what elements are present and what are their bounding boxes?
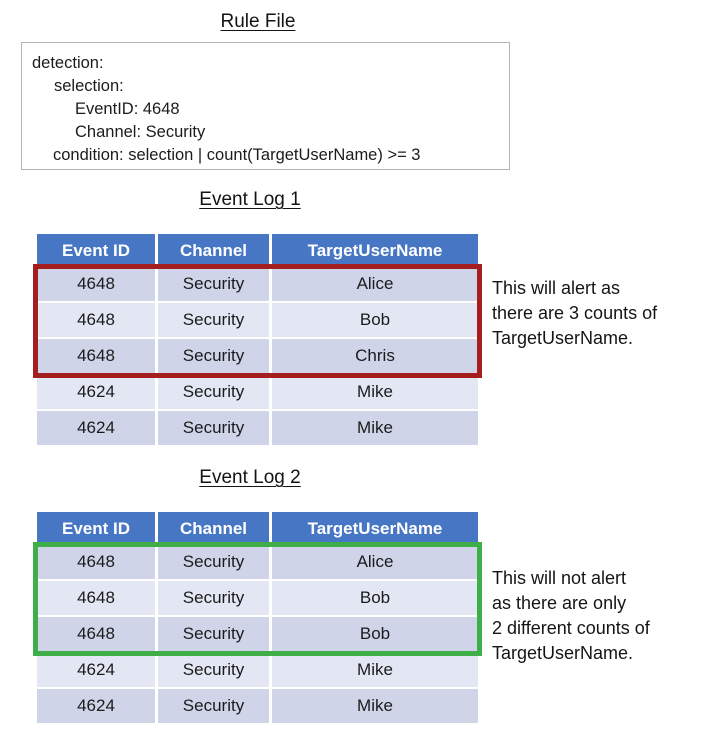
cell-event-id: 4624 bbox=[37, 689, 158, 725]
event-log-1-table: Event ID Channel TargetUserName 4648 Sec… bbox=[37, 234, 478, 447]
cell-channel: Security bbox=[158, 545, 272, 581]
cell-channel: Security bbox=[158, 617, 272, 653]
annotation-line: TargetUserName. bbox=[492, 643, 634, 663]
annotation-line: This will alert as bbox=[492, 278, 621, 298]
cell-channel: Security bbox=[158, 689, 272, 725]
column-header-event-id: Event ID bbox=[37, 512, 158, 545]
table-row: 4648 Security Chris bbox=[37, 339, 478, 375]
event-log-2-title: Event Log 2 bbox=[199, 467, 301, 488]
table-row: 4648 Security Bob bbox=[37, 617, 478, 653]
annotation-line: there are 3 counts of bbox=[492, 303, 658, 323]
cell-user: Mike bbox=[272, 689, 478, 725]
table-row: 4648 Security Bob bbox=[37, 303, 478, 339]
rule-file-title: Rule File bbox=[220, 11, 296, 32]
cell-user: Alice bbox=[272, 545, 478, 581]
table-header-row: Event ID Channel TargetUserName bbox=[37, 234, 478, 267]
rule-line: Channel: Security bbox=[75, 123, 206, 141]
table-row: 4648 Security Alice bbox=[37, 545, 478, 581]
cell-user: Mike bbox=[272, 411, 478, 447]
table-row: 4624 Security Mike bbox=[37, 411, 478, 447]
rule-line: selection: bbox=[54, 77, 124, 95]
table-row: 4624 Security Mike bbox=[37, 689, 478, 725]
table-row: 4648 Security Bob bbox=[37, 581, 478, 617]
column-header-event-id: Event ID bbox=[37, 234, 158, 267]
cell-user: Alice bbox=[272, 267, 478, 303]
annotation-line: 2 different counts of bbox=[492, 618, 650, 638]
column-header-channel: Channel bbox=[158, 234, 272, 267]
cell-user: Chris bbox=[272, 339, 478, 375]
cell-channel: Security bbox=[158, 653, 272, 689]
cell-user: Bob bbox=[272, 617, 478, 653]
cell-event-id: 4648 bbox=[37, 267, 158, 303]
cell-channel: Security bbox=[158, 411, 272, 447]
annotation-line: as there are only bbox=[492, 593, 627, 613]
column-header-channel: Channel bbox=[158, 512, 272, 545]
annotation-log-1: This will alert as there are 3 counts of… bbox=[492, 276, 722, 351]
cell-event-id: 4648 bbox=[37, 545, 158, 581]
cell-user: Mike bbox=[272, 375, 478, 411]
cell-user: Bob bbox=[272, 581, 478, 617]
annotation-line: This will not alert bbox=[492, 568, 627, 588]
cell-channel: Security bbox=[158, 267, 272, 303]
cell-event-id: 4648 bbox=[37, 581, 158, 617]
table-row: 4624 Security Mike bbox=[37, 653, 478, 689]
cell-user: Mike bbox=[272, 653, 478, 689]
cell-channel: Security bbox=[158, 581, 272, 617]
cell-channel: Security bbox=[158, 339, 272, 375]
cell-event-id: 4624 bbox=[37, 375, 158, 411]
cell-user: Bob bbox=[272, 303, 478, 339]
cell-event-id: 4624 bbox=[37, 653, 158, 689]
event-log-1-title: Event Log 1 bbox=[199, 189, 301, 210]
rule-line: detection: bbox=[32, 54, 104, 72]
annotation-log-2: This will not alert as there are only 2 … bbox=[492, 566, 722, 666]
rule-line: condition: selection | count(TargetUserN… bbox=[53, 146, 421, 164]
event-log-2-table: Event ID Channel TargetUserName 4648 Sec… bbox=[37, 512, 478, 725]
column-header-targetusername: TargetUserName bbox=[272, 234, 478, 267]
cell-event-id: 4624 bbox=[37, 411, 158, 447]
table-header-row: Event ID Channel TargetUserName bbox=[37, 512, 478, 545]
cell-event-id: 4648 bbox=[37, 303, 158, 339]
annotation-line: TargetUserName. bbox=[492, 328, 634, 348]
rule-line: EventID: 4648 bbox=[75, 100, 180, 118]
rule-file-box: detection: selection: EventID: 4648 Chan… bbox=[21, 42, 510, 170]
column-header-targetusername: TargetUserName bbox=[272, 512, 478, 545]
cell-channel: Security bbox=[158, 375, 272, 411]
table-row: 4648 Security Alice bbox=[37, 267, 478, 303]
table-row: 4624 Security Mike bbox=[37, 375, 478, 411]
cell-event-id: 4648 bbox=[37, 339, 158, 375]
cell-event-id: 4648 bbox=[37, 617, 158, 653]
cell-channel: Security bbox=[158, 303, 272, 339]
